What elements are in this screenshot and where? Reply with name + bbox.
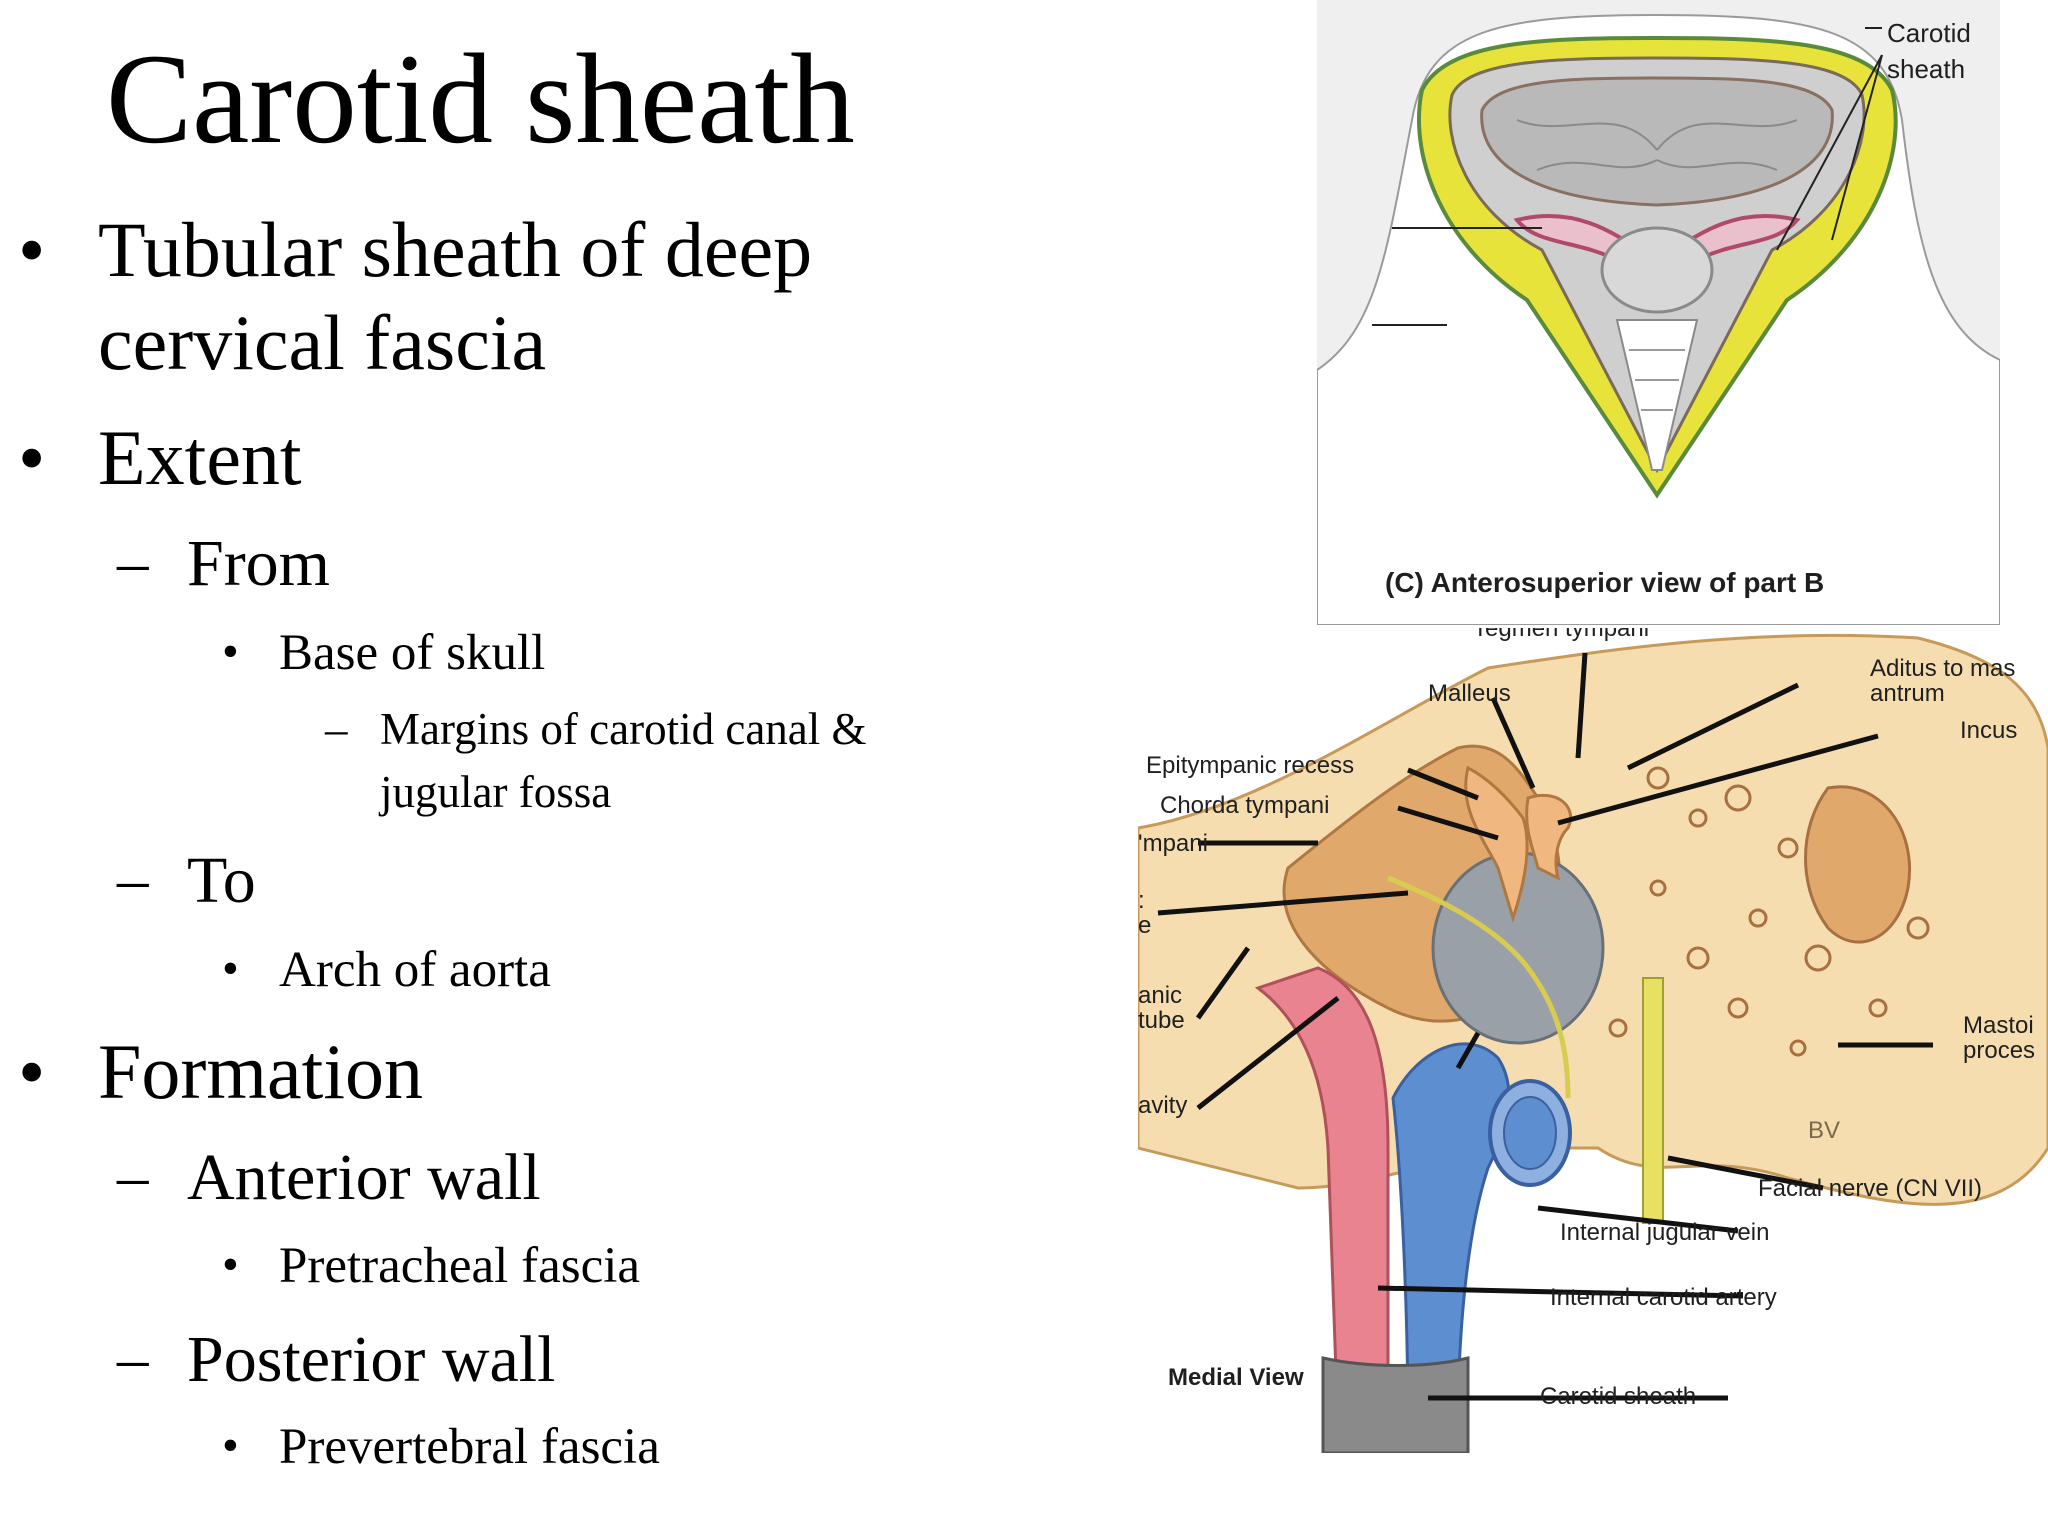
bullet-text: Anterior wall — [187, 1141, 541, 1214]
bullet-text: Prevertebral fascia — [279, 1419, 660, 1475]
bullet-text: From — [187, 527, 331, 600]
dash-marker: – — [117, 1141, 149, 1211]
label-tympanic-tube-line2: tube — [1138, 1007, 1185, 1034]
label-malleus: Malleus — [1428, 680, 1511, 707]
bullet-list: • Tubular sheath of deep cervical fascia… — [18, 206, 867, 1475]
label-cut-1: : — [1138, 887, 1145, 914]
bullet-text: Arch of aorta — [279, 942, 551, 998]
label-incus: Incus — [1960, 717, 2017, 744]
label-carotid-sheath-line2: sheath — [1887, 54, 1965, 84]
label-carotid-sheath: Carotid sheath — [1540, 1383, 1696, 1410]
slide-title: Carotid sheath — [106, 27, 855, 170]
bullet-text: Margins of carotid canal & — [380, 704, 867, 754]
bullet-text: Posterior wall — [187, 1323, 556, 1396]
label-tympanic-tube-line1: anic — [1138, 982, 1182, 1009]
bullet-text: Extent — [98, 414, 302, 501]
bullet-marker: • — [222, 942, 239, 995]
bullet-text: Tubular sheath of deep — [98, 206, 813, 293]
bullet-text: Formation — [98, 1028, 423, 1115]
label-bv-signature: BV — [1808, 1117, 1840, 1144]
label-carotid-sheath-line1: Carotid — [1887, 18, 1971, 48]
label-aditus-line2: antrum — [1870, 680, 1945, 707]
dash-marker: – — [117, 1323, 149, 1393]
middle-ear-illustration: Tegmen tympani Malleus Aditus to mas ant… — [1138, 628, 2048, 1453]
dash-marker: – — [325, 704, 348, 754]
label-tegmen-tympani: Tegmen tympani — [1473, 628, 1649, 642]
label-facial-nerve: Facial nerve (CN VII) — [1758, 1175, 1982, 1202]
label-tympani-cut: 'mpani — [1138, 830, 1208, 857]
dash-marker: – — [117, 844, 149, 914]
bullet-marker: • — [222, 1238, 239, 1291]
bullet-text: Pretracheal fascia — [279, 1238, 641, 1294]
middle-ear-medial-view-figure: Tegmen tympani Malleus Aditus to mas ant… — [1138, 628, 2048, 1453]
bullet-text: Base of skull — [279, 625, 546, 681]
label-mastoid-line2: proces — [1963, 1037, 2035, 1064]
bullet-marker: • — [222, 625, 239, 678]
label-internal-carotid-artery: Internal carotid artery — [1550, 1284, 1777, 1311]
label-cut-2: e — [1138, 912, 1151, 939]
bullet-text: cervical fascia — [98, 299, 547, 386]
label-chorda-tympani: Chorda tympani — [1160, 792, 1329, 819]
bullet-text: jugular fossa — [380, 767, 612, 817]
label-medial-view: Medial View — [1168, 1364, 1304, 1391]
bullet-marker: • — [222, 1419, 239, 1472]
dash-marker: – — [117, 527, 149, 597]
neck-cross-section-illustration: Carotid sheath (C) Anterosuperior view o… — [1317, 13, 2000, 625]
bullet-marker: • — [18, 1028, 46, 1115]
bullet-marker: • — [18, 206, 46, 293]
figure-caption: (C) Anterosuperior view of part B — [1385, 567, 1824, 598]
bullet-marker: • — [18, 414, 46, 501]
label-mastoid-line1: Mastoi — [1963, 1012, 2034, 1039]
label-epitympanic-recess: Epitympanic recess — [1146, 752, 1354, 779]
label-internal-jugular-vein: Internal jugular vein — [1560, 1219, 1769, 1246]
bullet-text: To — [187, 844, 256, 917]
label-aditus-line1: Aditus to mas — [1870, 655, 2015, 682]
label-cavity: avity — [1138, 1092, 1187, 1119]
neck-cross-section-figure: Carotid sheath (C) Anterosuperior view o… — [1317, 0, 2000, 625]
